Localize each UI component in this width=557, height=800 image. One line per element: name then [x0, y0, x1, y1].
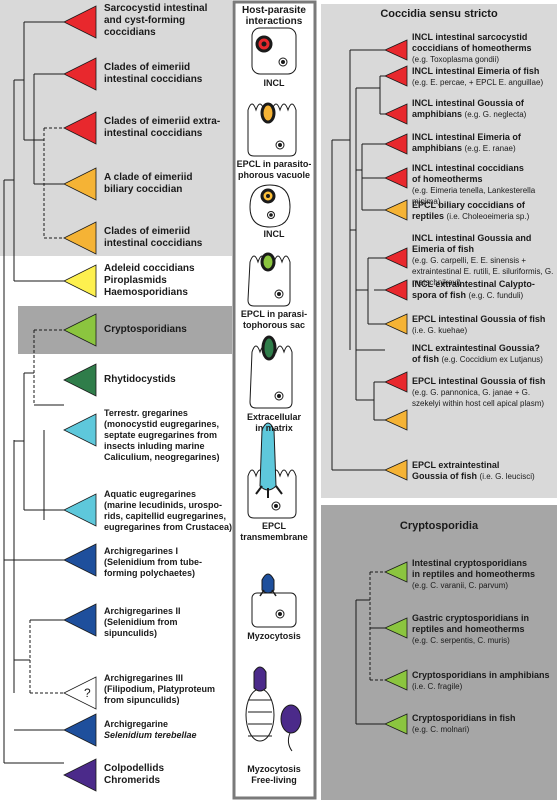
incl-orange-icon [249, 184, 291, 228]
left-tree-branches [3, 21, 64, 764]
triangle-crypto-3 [384, 669, 408, 691]
epcl-vacuole-orange-icon [247, 102, 297, 157]
triangle-coccidia-7 [384, 247, 408, 269]
epcl-sac-green-icon [247, 252, 291, 307]
triangle-archigregarines-3 [63, 676, 97, 710]
triangle-coccidia-5 [384, 167, 408, 189]
cryptosporidia-title: Cryptosporidia [399, 520, 479, 532]
cryptosporidia-highlight-panel [18, 306, 232, 354]
label-terrestrial-gregarines: Terrestr. gregarines (monocystid eugrega… [104, 408, 220, 462]
triangle-eimeriid-intestinal-2 [63, 221, 97, 255]
host-parasite-icons [245, 27, 302, 752]
triangle-adeleid [63, 264, 97, 298]
coccidia-leaf-9: EPCL intestinal Goussia of fish(i.e. G. … [412, 314, 546, 335]
triangle-archigregarines-1 [63, 543, 97, 577]
triangle-terrestrial-gregarines [63, 413, 97, 447]
triangle-coccidia-11 [384, 409, 408, 431]
cryptosporidia-panel [321, 505, 557, 800]
incl-red-icon [251, 27, 297, 75]
coccidia-panel [321, 4, 557, 498]
triangle-coccidia-12 [384, 459, 408, 481]
left-tree-triangles [63, 5, 97, 792]
triangle-coccidia-10 [384, 371, 408, 393]
coccidia-leaf-2: INCL intestinal Eimeria of fish(e.g. E. … [412, 66, 544, 87]
triangle-coccidia-6 [384, 199, 408, 221]
extracellular-matrix-icon [249, 335, 293, 409]
triangle-crypto-1 [384, 561, 408, 583]
triangle-crypto-4 [384, 713, 408, 735]
triangle-coccidia-3 [384, 103, 408, 125]
label-rhytidocystids: Rhytidocystids [104, 374, 176, 385]
triangle-crypto-2 [384, 617, 408, 639]
triangle-sarcocystid [63, 5, 97, 39]
triangle-selenidium-terebellae [63, 713, 97, 747]
epcl-transmembrane-icon [247, 422, 297, 519]
archigregarines-3-question-mark: ? [84, 686, 91, 700]
label-cryptosporidians: Cryptosporidians [104, 324, 187, 335]
crypto-leaf-3: Cryptosporidians in amphibians(i.e. C. f… [412, 670, 550, 691]
triangle-coccidia-8 [384, 279, 408, 301]
triangle-rhytidocystids [63, 363, 97, 397]
triangle-coccidia-2 [384, 65, 408, 87]
coccidia-leaf-11: EPCL intestinal Goussia of fish(e.g. G. … [412, 376, 546, 408]
coccidia-title: Coccidia sensu stricto [380, 8, 498, 20]
middle-label-incl-2: INCL [263, 229, 285, 239]
cryptosporidia-tree-branches [355, 571, 385, 725]
label-eimeriid-extraintestinal: Clades of eimeriid extra-intestinal cocc… [104, 116, 221, 139]
coccidia-background-panel [0, 0, 232, 256]
coccidia-triangles [384, 39, 408, 481]
myzocytosis-icon [251, 573, 297, 628]
triangle-archigregarines-2 [63, 603, 97, 637]
triangle-aquatic-eugregarines [63, 493, 97, 527]
triangle-coccidia-4 [384, 133, 408, 155]
label-archigregarines-3: Archigregarines III (Filipodium, Platypr… [104, 673, 216, 705]
coccidia-leaf-10: INCL extraintestinal Goussia?of fish (e.… [412, 343, 543, 364]
coccidia-leaf-8: INCL extraintestinal Calypto-spora of fi… [412, 279, 535, 300]
middle-label-epcl-sac: EPCL in parasi-tophorous sac [240, 309, 308, 330]
triangle-eimeriid-extraintestinal [63, 111, 97, 145]
middle-label-incl-1: INCL [263, 78, 285, 88]
cryptosporidia-triangles [384, 561, 408, 735]
coccidia-tree-branches [331, 49, 385, 471]
triangle-eimeriid-biliary [63, 167, 97, 201]
middle-label-epcl-vacuole: EPCL in parasito-phorous vacuole [236, 159, 312, 180]
free-living-colpodellid-icon [245, 666, 302, 752]
triangle-eimeriid-intestinal-1 [63, 57, 97, 91]
crypto-leaf-4: Cryptosporidians in fish(e.g. C. molnari… [412, 713, 516, 734]
triangle-coccidia-1 [384, 39, 408, 61]
label-archigregarines-1: Archigregarines I (Selenidium from tube-… [104, 546, 203, 578]
middle-label-myzocytosis: Myzocytosis [247, 631, 301, 641]
triangle-cryptosporidians [63, 313, 97, 347]
triangle-colpodellids [63, 758, 97, 792]
label-aquatic-eugregarines: Aquatic eugregarines (marine lecudinids,… [104, 489, 233, 532]
triangle-coccidia-9 [384, 313, 408, 335]
